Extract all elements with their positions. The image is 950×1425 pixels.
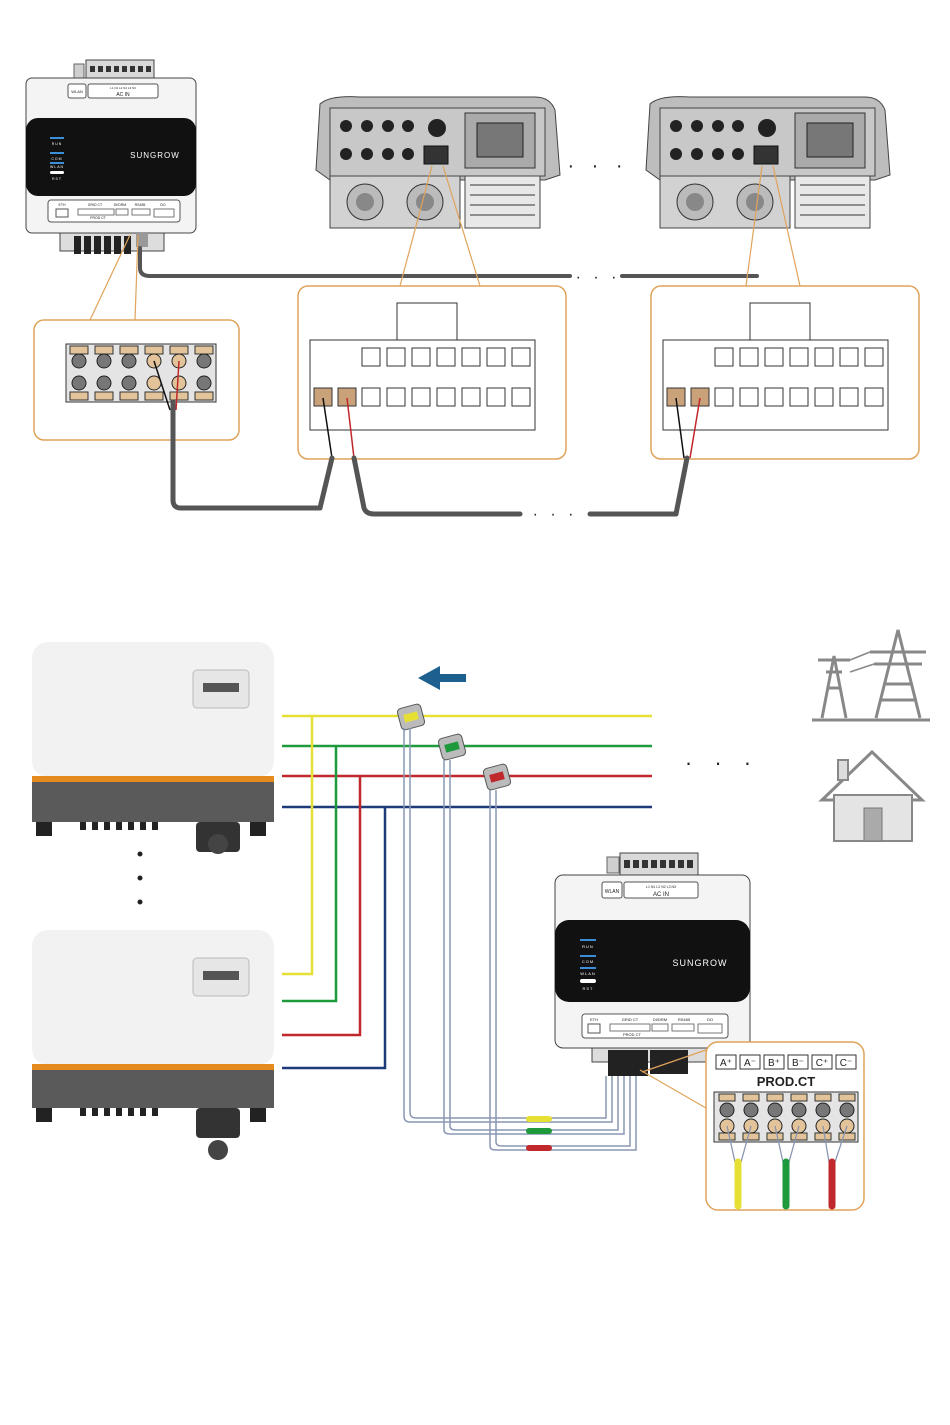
grid-lines-ellipsis: · · · [685,750,759,775]
zoom-inverter-n-rs485-terminal [651,286,919,459]
port-prodct-label-2: PROD CT [623,1032,642,1037]
led-rst-label: RST [52,177,62,181]
zoom-inverter-1-rs485-terminal [298,286,566,459]
led-wlan-label: WLAN [50,165,64,169]
pin-c-minus: C⁻ [840,1058,853,1069]
ct-clamp-phase-b [438,733,467,760]
ac-in-label-2: AC IN [653,892,669,898]
prod-ct-connector-zoom: A⁺ A⁻ B⁺ B⁻ C⁺ C⁻ PROD.CT [706,1042,864,1210]
wlan-port-label: WLAN [71,89,83,94]
string-inverter-1 [32,642,274,854]
ac-terminal-labels: L1 N1 L2 N2 L3 N3 [110,86,136,90]
current-direction-arrow-icon [418,666,466,690]
ac-in-label: AC IN [116,92,130,98]
ct-clamp-phase-a [397,703,426,730]
port-do-label: DO [160,203,166,207]
led-run-label: RUN [52,142,63,146]
inverter-stack-ellipsis [138,852,143,905]
string-inverter-n [32,930,274,1160]
ct-clamp-phase-c [483,763,512,790]
logger-device-top: WLAN L1 N1 L2 N2 L3 N3 AC IN SUNGROW RUN… [26,60,196,254]
pin-b-minus: B⁻ [792,1058,804,1069]
zoom-logger-rs485-terminal [34,320,239,440]
inverter-unit-n [646,97,890,228]
port-eth-label: ETH [59,203,66,207]
led-com-label-2: COM [582,959,594,964]
port-didrm-label: DI/DRM [114,203,127,207]
port-rs485-label: RS485 [135,203,146,207]
port-eth-label-2: ETH [590,1017,598,1022]
led-run-label-2: RUN [582,944,594,949]
more-inverters-ellipsis: · · · [567,155,628,177]
port-rs485-label-2: RS485 [678,1017,691,1022]
rs485-bus-cable-top [140,248,757,276]
cable-ellipsis-bottom: · · · [533,506,578,523]
pin-c-plus: C⁺ [816,1058,829,1069]
brand-logo-2: SUNGROW [673,958,728,968]
power-tower-icon [812,630,930,720]
brand-logo: SUNGROW [130,151,180,160]
prod-ct-title: PROD.CT [757,1074,816,1089]
led-com-label: COM [51,157,62,161]
house-icon [822,752,922,841]
ac-terminal-labels-2: L1 N1 L2 N2 L3 N3 [646,885,676,889]
led-rst-label-2: RST [583,986,594,991]
port-didrm-label-2: DI/DRM [653,1017,667,1022]
pin-b-plus: B⁺ [768,1058,780,1069]
pin-a-plus: A⁺ [720,1058,732,1069]
wlan-port-label-2: WLAN [605,889,620,895]
led-wlan-label-2: WLAN [580,971,596,976]
pin-a-minus: A⁻ [744,1058,756,1069]
port-gridct-label: GRID CT [88,203,103,207]
port-gridct-label-2: GRID CT [622,1017,639,1022]
port-prodct-label: PROD CT [90,216,107,220]
cable-ellipsis-top: · · · [576,269,621,286]
port-do-label-2: DO [707,1017,713,1022]
inverter-unit-1 [316,97,560,228]
